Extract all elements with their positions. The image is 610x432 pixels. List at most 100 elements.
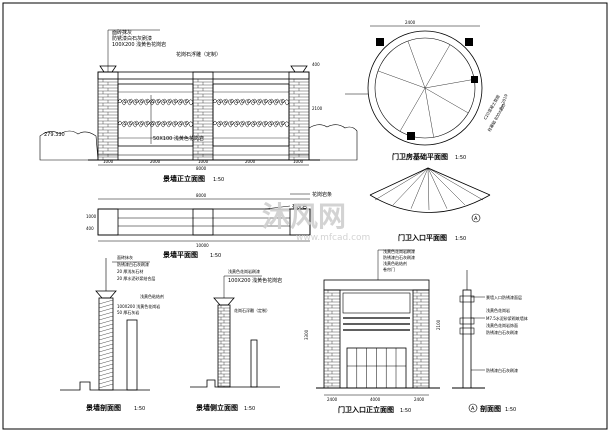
front-height-2: 2100 (312, 106, 323, 111)
relief-ornament (212, 120, 222, 128)
section-a-post (462, 289, 472, 389)
hatch-line (98, 355, 114, 361)
lamp-right (290, 65, 308, 73)
hatch-line (98, 331, 114, 337)
front-label-2: 防锈漆白石灰刷漆 (112, 35, 152, 42)
entrance-plan: A 门卫入口平面图 1:50 (369, 167, 491, 242)
section-a-scale: 1:50 (505, 407, 516, 413)
section-a-marker: A (471, 406, 475, 412)
plan-width-2: 400 (86, 226, 94, 231)
section-label-3: 20 厚浅灰石材 (117, 268, 143, 274)
hatch-line (427, 167, 466, 206)
entrance-right-pier-hatch (413, 290, 429, 388)
shrub-left (39, 130, 99, 161)
front-dim-2: 2000 (150, 159, 161, 164)
hatch-line (98, 319, 114, 325)
relief-ornament (145, 120, 155, 128)
hatch-line (427, 167, 484, 201)
foundation-radials (377, 40, 475, 138)
foundation-inner-circle (374, 37, 476, 139)
section-label-5: 100X200 浅黄色花岗岩 (117, 303, 160, 309)
wall-plan: 花岗岩条 石灰岩 8000 10000 1000 400 景墙平面图 1:50 (86, 191, 332, 259)
relief-ornament (168, 120, 177, 128)
wall-side-elevation: 浅黄色花岗岩刷漆 100X200 浅黄色花岗岩 花岗石浮雕（定制） 景墙侧立面图… (190, 268, 282, 412)
relief-ornament (128, 120, 138, 128)
relief-ornament (162, 98, 171, 106)
side-label-1: 浅黄色花岗岩刷漆 (228, 268, 260, 274)
hatch-line (98, 371, 114, 377)
relief-ornament (123, 98, 132, 106)
relief-ornament (184, 98, 194, 106)
column-base (376, 38, 384, 46)
section-a-label-2: 浅黄色花岗岩 (486, 307, 510, 313)
front-dim-total: 8000 (196, 166, 207, 171)
relief-ornament (184, 120, 194, 128)
section-a-block (459, 317, 475, 325)
foundation-label-4: 2400 (405, 20, 416, 25)
foundation-scale: 1:50 (455, 155, 466, 161)
relief-ornament (151, 98, 160, 106)
relief-ornament (269, 120, 278, 128)
relief-ornament (246, 120, 256, 128)
entrance-height-2: 2100 (436, 319, 441, 330)
section-a-title: 剖面图 (480, 404, 501, 413)
relief-ornament (252, 98, 261, 106)
hatch-line (399, 87, 426, 132)
right-pier (288, 71, 310, 161)
relief-ornament (275, 120, 284, 128)
side-column-hatch (218, 305, 230, 387)
entrance-fan-rays (374, 167, 484, 211)
relief-ornament (235, 98, 244, 106)
entrance-dim-3: 2400 (414, 397, 425, 402)
side-scale: 1:50 (244, 406, 255, 412)
front-level: 279.330 (44, 132, 65, 138)
entrance-fan-arc (369, 194, 491, 213)
hatch-line (377, 70, 426, 89)
front-label-3: 100X200 浅黄色花岗岩 (112, 41, 166, 48)
front-dim-5: 1000 (293, 159, 304, 164)
section-label-6: 50 厚石灰岩 (117, 309, 139, 315)
front-label-5: 50X100 浅黄色花岗岩 (153, 135, 204, 142)
entrance-elev-scale: 1:50 (400, 408, 411, 414)
relief-ornament (156, 98, 166, 106)
relief-ornament (145, 98, 155, 106)
relief-ornament (258, 120, 267, 128)
plan-pier-left (97, 208, 119, 236)
hatch-line (98, 351, 114, 357)
hatch-line (98, 343, 114, 349)
middle-pier-hatch (193, 79, 213, 160)
section-label-4: 20 厚水泥砂浆结合层 (117, 275, 155, 281)
column-base (471, 76, 478, 83)
guard-foundation-plan: C20混凝土垫层 柱基础 800X800 R=2019 2400 门卫房基础平面… (345, 20, 509, 161)
section-a-label-1: 景墙入口防锈漆面层 (486, 294, 522, 300)
hatch-line (98, 303, 114, 309)
top-coping (97, 71, 310, 80)
hatch-line (424, 79, 475, 89)
hatch-line (424, 87, 469, 114)
relief-ornament (235, 120, 244, 128)
front-height-1: 400 (312, 62, 320, 67)
middle-pier (192, 71, 214, 161)
relief-ornament (258, 98, 267, 106)
front-title: 景墙正立面图 (162, 174, 205, 183)
column-base (407, 132, 415, 140)
section-label-2: 防锈漆白石灰刷漆 (117, 261, 149, 267)
side-label-2: 100X200 浅黄色花岗岩 (228, 277, 282, 284)
section-scale: 1:50 (134, 406, 145, 412)
relief-ornament (128, 98, 138, 106)
relief-ornament (173, 98, 183, 106)
side-lamp (213, 297, 235, 306)
foundation-label-3: R=2019 (498, 93, 508, 110)
section-column-hatch (98, 299, 114, 389)
side-slab (250, 339, 258, 388)
hatch-line (98, 363, 114, 369)
column-base (465, 38, 473, 46)
relief-ornament (224, 120, 233, 128)
plan-dim-2: 10000 (196, 243, 209, 248)
hatch-line (392, 167, 429, 206)
foundation-outer-circle (367, 30, 483, 146)
hatch-line (98, 315, 114, 321)
hatch-line (98, 375, 114, 381)
